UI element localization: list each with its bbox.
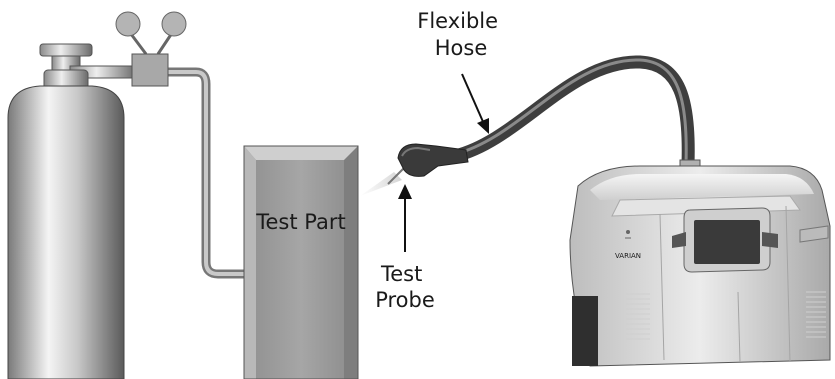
test-probe-label-line1: Test [380,262,422,286]
gas-cylinder-icon [7,43,137,379]
flexible-hose [448,55,695,171]
flexible-hose-label-line2: Hose [435,36,488,60]
pressure-gauge-icon [115,11,141,37]
spray-plume [360,172,402,196]
probe-arrow-head [398,184,412,199]
regulator-icon [126,29,176,87]
test-probe-label-line2: Probe [375,288,435,312]
test-part-block [243,145,359,379]
display-screen [694,220,760,264]
test-part-label: Test Part [255,210,346,234]
test-probe-icon [387,143,469,185]
flexible-hose-label: Flexible Hose [417,9,505,60]
hose-arrow-head [477,118,489,134]
flexible-hose-label-line1: Flexible [417,9,498,33]
hose-arrow [461,73,485,125]
brand-label: VARIAN [615,252,641,260]
test-probe-label: Test Probe [375,262,435,312]
pressure-gauge-icon [161,11,187,37]
leak-detector-icon [569,159,831,367]
